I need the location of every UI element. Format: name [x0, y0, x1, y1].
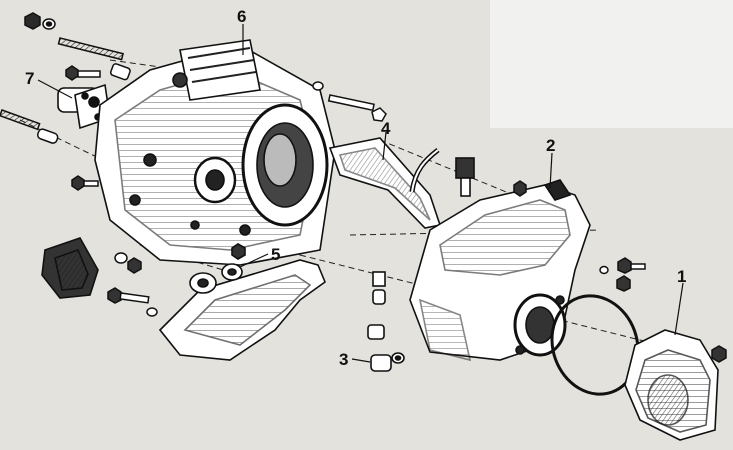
callout-2: 2 — [546, 136, 556, 155]
callout-4: 4 — [381, 119, 391, 138]
main-gear-housing — [94, 39, 336, 266]
nut-near-rear-housing — [513, 180, 527, 197]
callout-5: 5 — [271, 245, 281, 264]
bolt-right-of-housing — [312, 81, 387, 122]
speed-sensor — [455, 157, 475, 197]
callout-1: 1 — [677, 267, 687, 286]
callout-leader-lines — [37, 24, 684, 363]
rear-transmission-housing — [409, 179, 591, 362]
nut-washer-pair — [114, 252, 142, 274]
shift-cover-plate — [328, 137, 442, 229]
seal-rings — [189, 243, 246, 294]
engine-mount-pad — [41, 237, 99, 299]
bearing-sleeves — [372, 271, 386, 305]
end-cover-bolt — [711, 345, 727, 363]
breather-tube — [409, 148, 440, 193]
end-cover — [624, 329, 719, 441]
side-bolts-right — [599, 257, 646, 292]
bottom-cover-plate — [158, 259, 326, 361]
short-bolt-top — [65, 65, 101, 81]
callout-7: 7 — [25, 69, 35, 88]
paper-patch — [490, 0, 733, 128]
drain-plug — [370, 352, 405, 372]
stud-left — [0, 109, 59, 144]
long-stud-bolt — [57, 37, 124, 61]
nut-and-washer-top — [24, 12, 56, 30]
callout-3: 3 — [339, 350, 349, 369]
magnet-insert — [367, 324, 385, 340]
small-bolt-left-housing — [71, 175, 99, 191]
bolt-lower-left — [107, 287, 158, 317]
o-ring-gasket — [550, 294, 640, 396]
dowel-sleeve — [109, 63, 131, 81]
callout-6: 6 — [237, 7, 247, 26]
